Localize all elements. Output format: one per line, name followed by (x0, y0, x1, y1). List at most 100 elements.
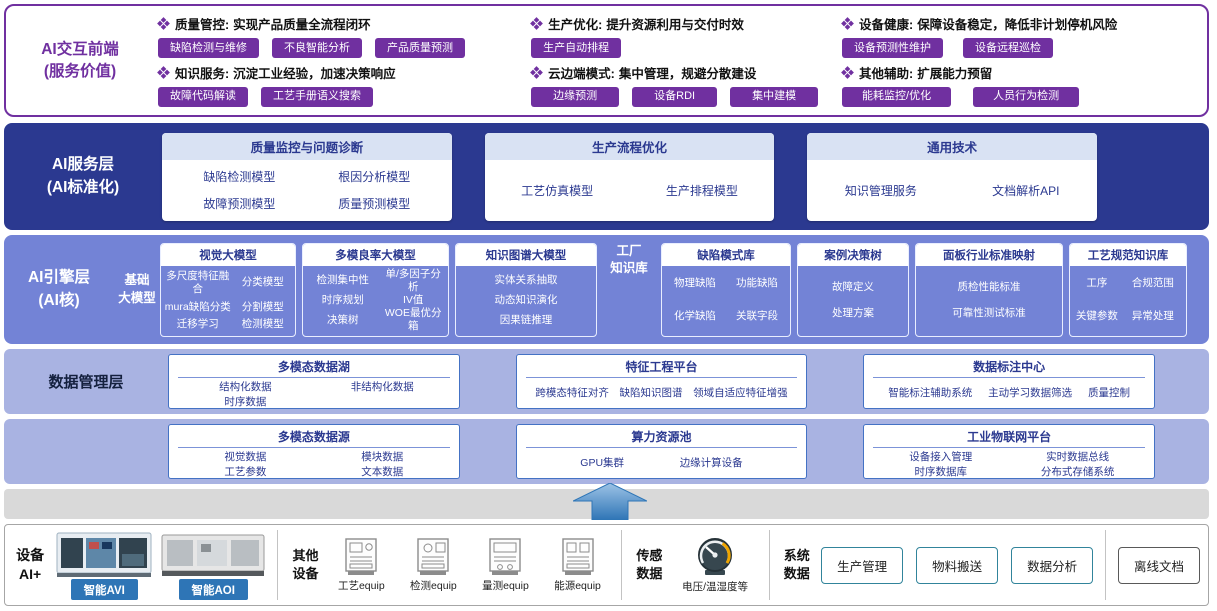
aoi-label: 智能AOI (178, 579, 248, 600)
card-title: 多模良率大模型 (303, 243, 448, 266)
card-industrial-iot-platform: 工业物联网平台 设备接入管理 实时数据总线 时序数据库 分布式存储系统 (863, 424, 1156, 479)
card-body: 工艺仿真模型 生产排程模型 (485, 160, 775, 221)
group-title-text: 生产优化: (548, 18, 603, 33)
tag-pill: 工艺手册语义搜索 (261, 86, 373, 107)
tag-pill: 缺陷检测与维修 (158, 38, 259, 59)
card-general-technology: 通用技术 知识管理服务 文档解析API (807, 132, 1098, 221)
engine-item: 异常处理 (1131, 310, 1174, 323)
ai-engine-layer-band: AI引擎层 (AI核) 基础 大模型 视觉大模型 多尺度特征融合 分类模型 mu… (4, 235, 1209, 344)
diamond-bullet-icon (157, 17, 170, 31)
divider (768, 530, 770, 600)
group-title-text: 其他辅助: (859, 66, 914, 81)
data-item: 质量控制 (1088, 387, 1131, 400)
group-title: 设备健康: 保障设备稳定，降低非计划停机风险 (841, 14, 1197, 33)
model-item: 文档解析API (992, 183, 1060, 198)
engine-item: IV值 (402, 293, 424, 306)
engine-item: mura缺陷分类 (164, 300, 231, 313)
card-body: 工序 合规范围 关键参数 异常处理 (1070, 266, 1186, 336)
group-title-text: 知识服务: (175, 66, 230, 81)
engine-item: 化学缺陷 (674, 310, 716, 323)
equipment-icon (345, 538, 378, 575)
data-item: 边缘计算设备 (679, 457, 743, 470)
model-item: 质量预测模型 (338, 196, 411, 211)
card-process-optimization: 生产流程优化 工艺仿真模型 生产排程模型 (484, 132, 775, 221)
engine-item: 检测模型 (241, 318, 284, 331)
group-tags: 缺陷检测与维修 不良智能分析 产品质量预测 (158, 38, 519, 59)
system-box: 数据分析 (1011, 546, 1094, 584)
group-title: 知识服务: 沉淀工业经验，加速决策响应 (157, 63, 519, 82)
engine-item: 迁移学习 (176, 318, 219, 331)
group-tags: 能耗监控/优化 人员行为检测 (842, 86, 1197, 107)
tag-pill: 设备RDI (632, 86, 718, 107)
group-tags: 故障代码解读 工艺手册语义搜索 (158, 86, 519, 107)
card-data-annotation-center: 数据标注中心 智能标注辅助系统 主动学习数据筛选 质量控制 (863, 354, 1156, 409)
other-equipment-label-line1: 其他 (292, 548, 319, 564)
frontend-label-line2: (服务价值) (43, 62, 117, 80)
engine-item: 可靠性测试标准 (952, 307, 1026, 320)
group-desc-text: 沉淀工业经验，加速决策响应 (233, 66, 396, 81)
tag-pill: 人员行为检测 (973, 86, 1080, 107)
model-item: 工艺仿真模型 (521, 183, 594, 198)
tag-pill: 故障代码解读 (158, 86, 248, 107)
card-title: 通用技术 (807, 132, 1098, 160)
card-title: 算力资源池 (525, 425, 798, 448)
tag-pill: 设备预测性维护 (842, 38, 944, 59)
data-item: 文本数据 (361, 465, 404, 478)
group-desc-text: 实现产品质量全流程闭环 (233, 18, 371, 33)
card-body: 智能标注辅助系统 主动学习数据筛选 质量控制 (864, 378, 1154, 409)
engine-layer-label-line1: AI引擎层 (27, 269, 90, 287)
diamond-bullet-icon (841, 65, 854, 79)
card-title: 数据标注中心 (873, 355, 1146, 378)
avi-label: 智能AVI (70, 579, 138, 600)
card-yield-model: 多模良率大模型 检测集中性 单/多因子分析 时序规划 IV值 决策树 WOE最优… (302, 242, 449, 337)
sensor-data-label-line1: 传感 (636, 548, 663, 564)
factory-knowledge-label-line1: 工厂 (616, 243, 642, 258)
card-body: 缺陷检测模型 根因分析模型 故障预测模型 质量预测模型 (162, 160, 452, 221)
data-item: 智能标注辅助系统 (888, 387, 973, 400)
card-multimodal-data-source: 多模态数据源 视觉数据 模块数据 工艺参数 文本数据 (168, 424, 460, 479)
card-defect-pattern-library: 缺陷模式库 物理缺陷 功能缺陷 化学缺陷 关联字段 (661, 242, 791, 337)
card-body: 视觉数据 模块数据 工艺参数 文本数据 (169, 448, 459, 480)
engine-item: 分割模型 (241, 300, 284, 313)
tag-pill: 不良智能分析 (272, 38, 362, 59)
data-item: 视觉数据 (224, 450, 267, 463)
system-data-label-line2: 数据 (783, 566, 810, 581)
infrastructure-layer-band: 多模态数据源 视觉数据 模块数据 工艺参数 文本数据 算力资源池 GPU集群 边… (4, 419, 1209, 484)
equipment-icon (489, 538, 522, 575)
card-knowledge-graph-model: 知识图谱大模型 实体关系抽取 动态知识演化 因果链推理 (455, 242, 597, 337)
data-item: 工艺参数 (224, 465, 267, 478)
system-boxes: 生产管理 物料搬送 数据分析 (821, 546, 1094, 584)
engine-item: 多尺度特征融合 (166, 269, 230, 295)
service-layer-label-line1: AI服务层 (51, 156, 114, 174)
card-vision-model: 视觉大模型 多尺度特征融合 分类模型 mura缺陷分类 分割模型 迁移学习 检测… (160, 242, 296, 337)
other-equipment-label: 其他 设备 (290, 547, 321, 582)
engine-layer-label: AI引擎层 (AI核) (4, 267, 114, 312)
devices-label: 设备 AI+ (13, 546, 47, 584)
engine-item: 动态知识演化 (494, 293, 558, 306)
data-item: 跨模态特征对齐 (535, 387, 609, 400)
card-body: 多尺度特征融合 分类模型 mura缺陷分类 分割模型 迁移学习 检测模型 (161, 266, 295, 336)
model-item: 根因分析模型 (338, 170, 411, 185)
service-layer-label-line2: (AI标准化) (46, 178, 120, 196)
gauge-icon (698, 538, 733, 575)
engine-item: 检测集中性 (316, 274, 369, 287)
equip-caption: 检测equip (410, 580, 457, 592)
engine-item: 因果链推理 (499, 313, 553, 326)
group-equipment-health: 设备健康: 保障设备稳定，降低非计划停机风险 设备预测性维护 设备远程巡检 (841, 12, 1197, 61)
card-body: 实体关系抽取 动态知识演化 因果链推理 (456, 266, 596, 336)
offline-docs-box: 离线文档 (1118, 546, 1201, 584)
model-item: 故障预测模型 (203, 196, 276, 211)
group-tags: 生产自动排程 (531, 38, 830, 59)
service-layer-label: AI服务层 (AI标准化) (4, 154, 162, 199)
group-other-auxiliary: 其他辅助: 扩展能力预留 能耗监控/优化 人员行为检测 (841, 61, 1197, 110)
engine-item: 故障定义 (832, 280, 874, 293)
engine-item: 处理方案 (832, 307, 874, 320)
card-title: 面板行业标准映射 (916, 243, 1062, 266)
diamond-bullet-icon (157, 65, 170, 79)
system-box: 物料搬送 (916, 546, 999, 584)
sensor-data-label-line2: 数据 (636, 566, 663, 581)
factory-knowledge-label-line2: 知识库 (610, 261, 648, 275)
up-arrow-icon (573, 483, 647, 520)
diamond-bullet-icon (530, 65, 544, 79)
ai-service-layer-band: AI服务层 (AI标准化) 质量监控与问题诊断 缺陷检测模型 根因分析模型 故障… (4, 123, 1209, 230)
